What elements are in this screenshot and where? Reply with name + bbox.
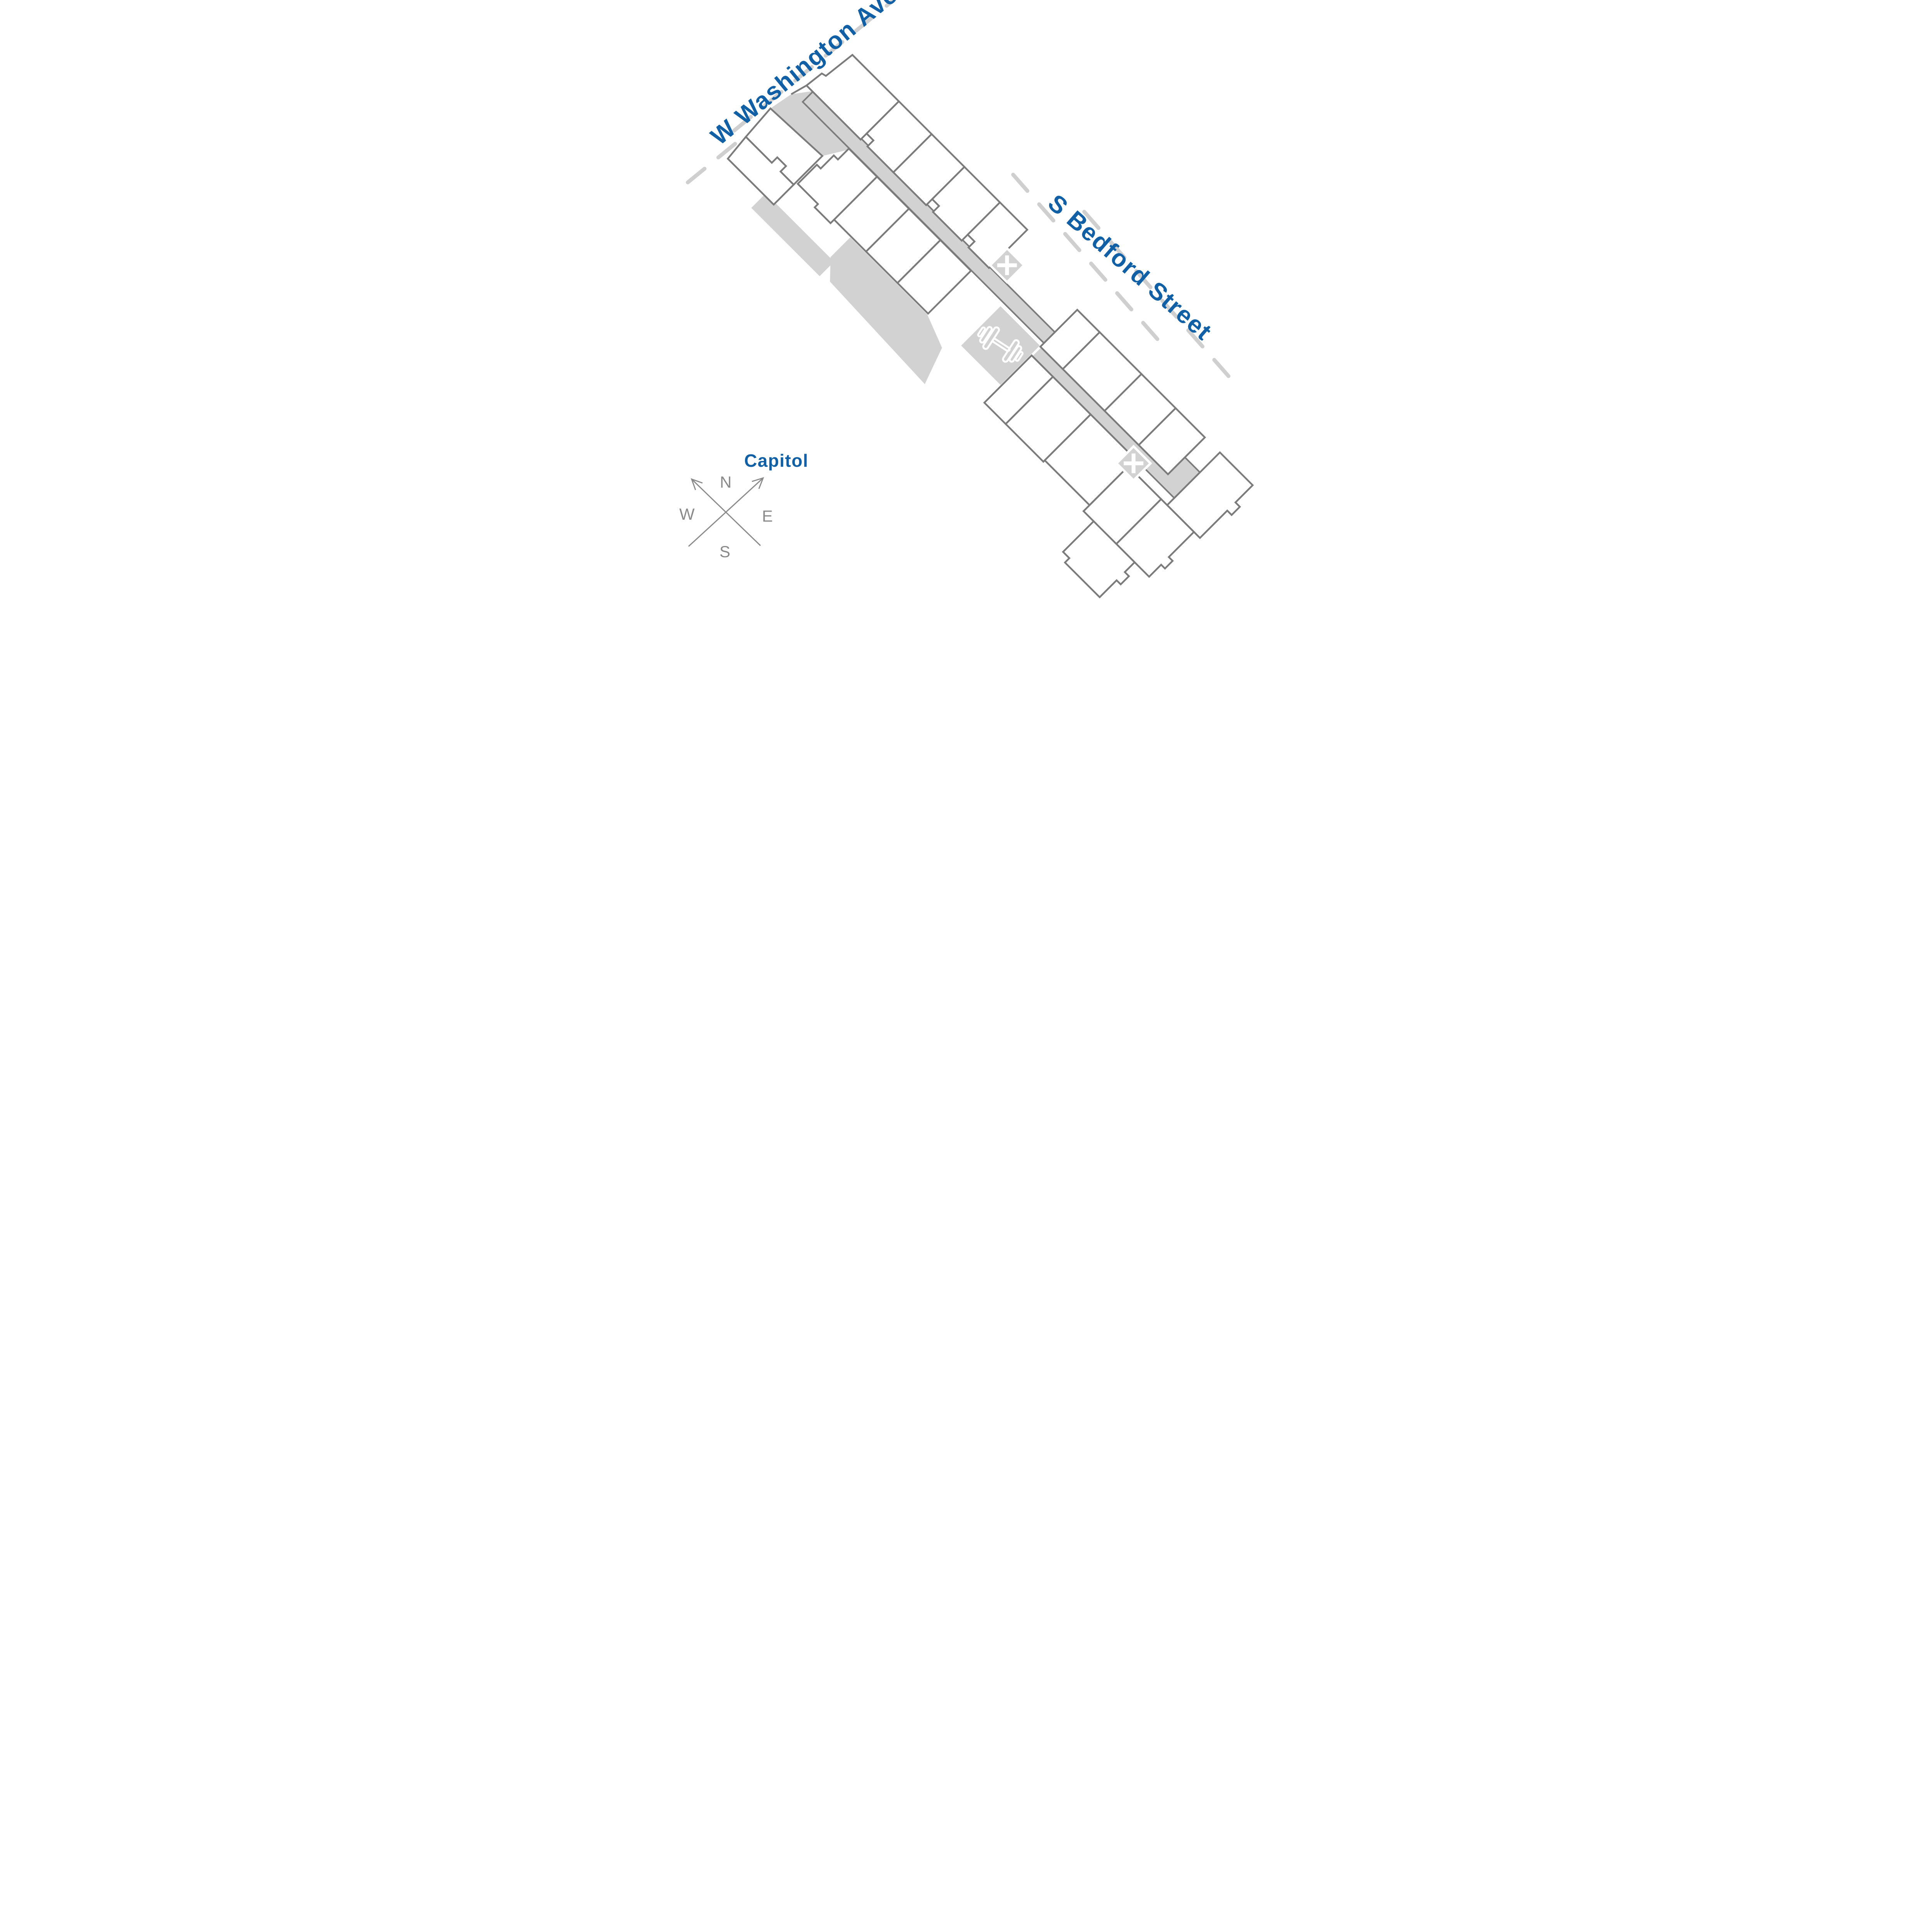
- compass: N W E S: [679, 473, 773, 561]
- selected-unit-polygon[interactable]: [794, 141, 878, 224]
- entry-walkway-wall: [791, 85, 807, 95]
- compass-w: W: [679, 505, 695, 523]
- building-complex: [726, 53, 1254, 601]
- entry-walkway: [770, 91, 850, 156]
- unit-polygon[interactable]: [892, 133, 966, 207]
- s-bedford-street-line-se: [1082, 210, 1242, 391]
- unit-polygon[interactable]: [1059, 520, 1139, 601]
- site-map-page: W Washington Ave S Bedford Street: [676, 0, 1256, 612]
- compass-arrowhead-ne: [752, 477, 764, 489]
- dumbbell-icon: [977, 326, 1024, 363]
- x-marker-icon: [1115, 445, 1152, 482]
- unit-polygon[interactable]: [1004, 375, 1092, 463]
- s-bedford-street-line-nw: [1011, 173, 1170, 353]
- compass-n: N: [720, 473, 731, 491]
- compass-e: E: [762, 507, 773, 525]
- compass-s: S: [719, 543, 730, 561]
- terrace-deck-west: [751, 193, 834, 276]
- unit-polygon[interactable]: [726, 131, 799, 206]
- site-map: W Washington Ave S Bedford Street: [679, 0, 1254, 601]
- terrace-deck: [830, 237, 942, 384]
- unit-polygon[interactable]: [896, 239, 973, 315]
- compass-arrowhead-nw: [690, 478, 703, 490]
- unit-polygon[interactable]: [962, 201, 1029, 269]
- x-marker-icon: [988, 247, 1026, 284]
- unit-polygon[interactable]: [1137, 407, 1206, 476]
- w-washington-ave-street-line-sw: [686, 133, 748, 184]
- capitol-label: Capitol: [744, 451, 808, 471]
